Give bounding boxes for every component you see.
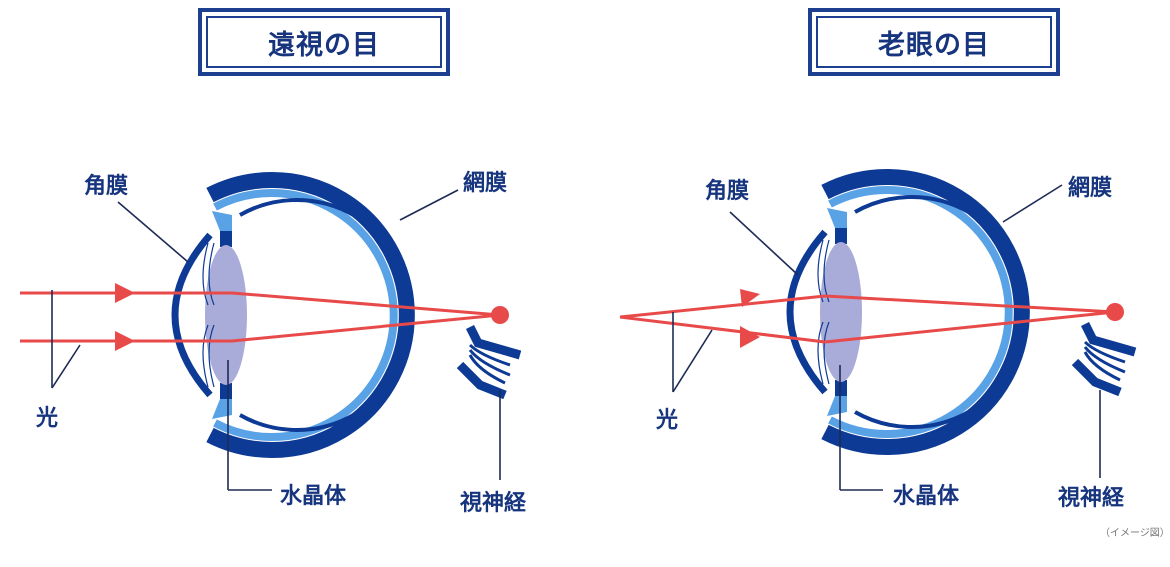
- label-optic-nerve-right: 視神経: [1058, 486, 1125, 511]
- label-optic-nerve-left: 視神経: [460, 491, 527, 516]
- label-cornea-right: 角膜: [705, 179, 750, 204]
- label-cornea-left: 角膜: [84, 174, 129, 199]
- title-box-presbyopia: 老眼の目: [808, 8, 1060, 76]
- title-hyperopia: 遠視の目: [206, 16, 442, 68]
- label-lens-right: 水晶体: [893, 484, 960, 509]
- image-note: （イメージ図）: [1100, 528, 1170, 539]
- eye-hyperopia: [20, 180, 520, 450]
- label-retina-left: 網膜: [463, 171, 508, 196]
- eye-presbyopia: [619, 177, 1135, 447]
- label-light-left: 光: [36, 406, 59, 431]
- label-retina-right: 網膜: [1068, 176, 1113, 201]
- title-presbyopia: 老眼の目: [816, 16, 1052, 68]
- label-lens-left: 水晶体: [280, 484, 347, 509]
- title-box-hyperopia: 遠視の目: [198, 8, 450, 76]
- label-light-right: 光: [656, 408, 679, 433]
